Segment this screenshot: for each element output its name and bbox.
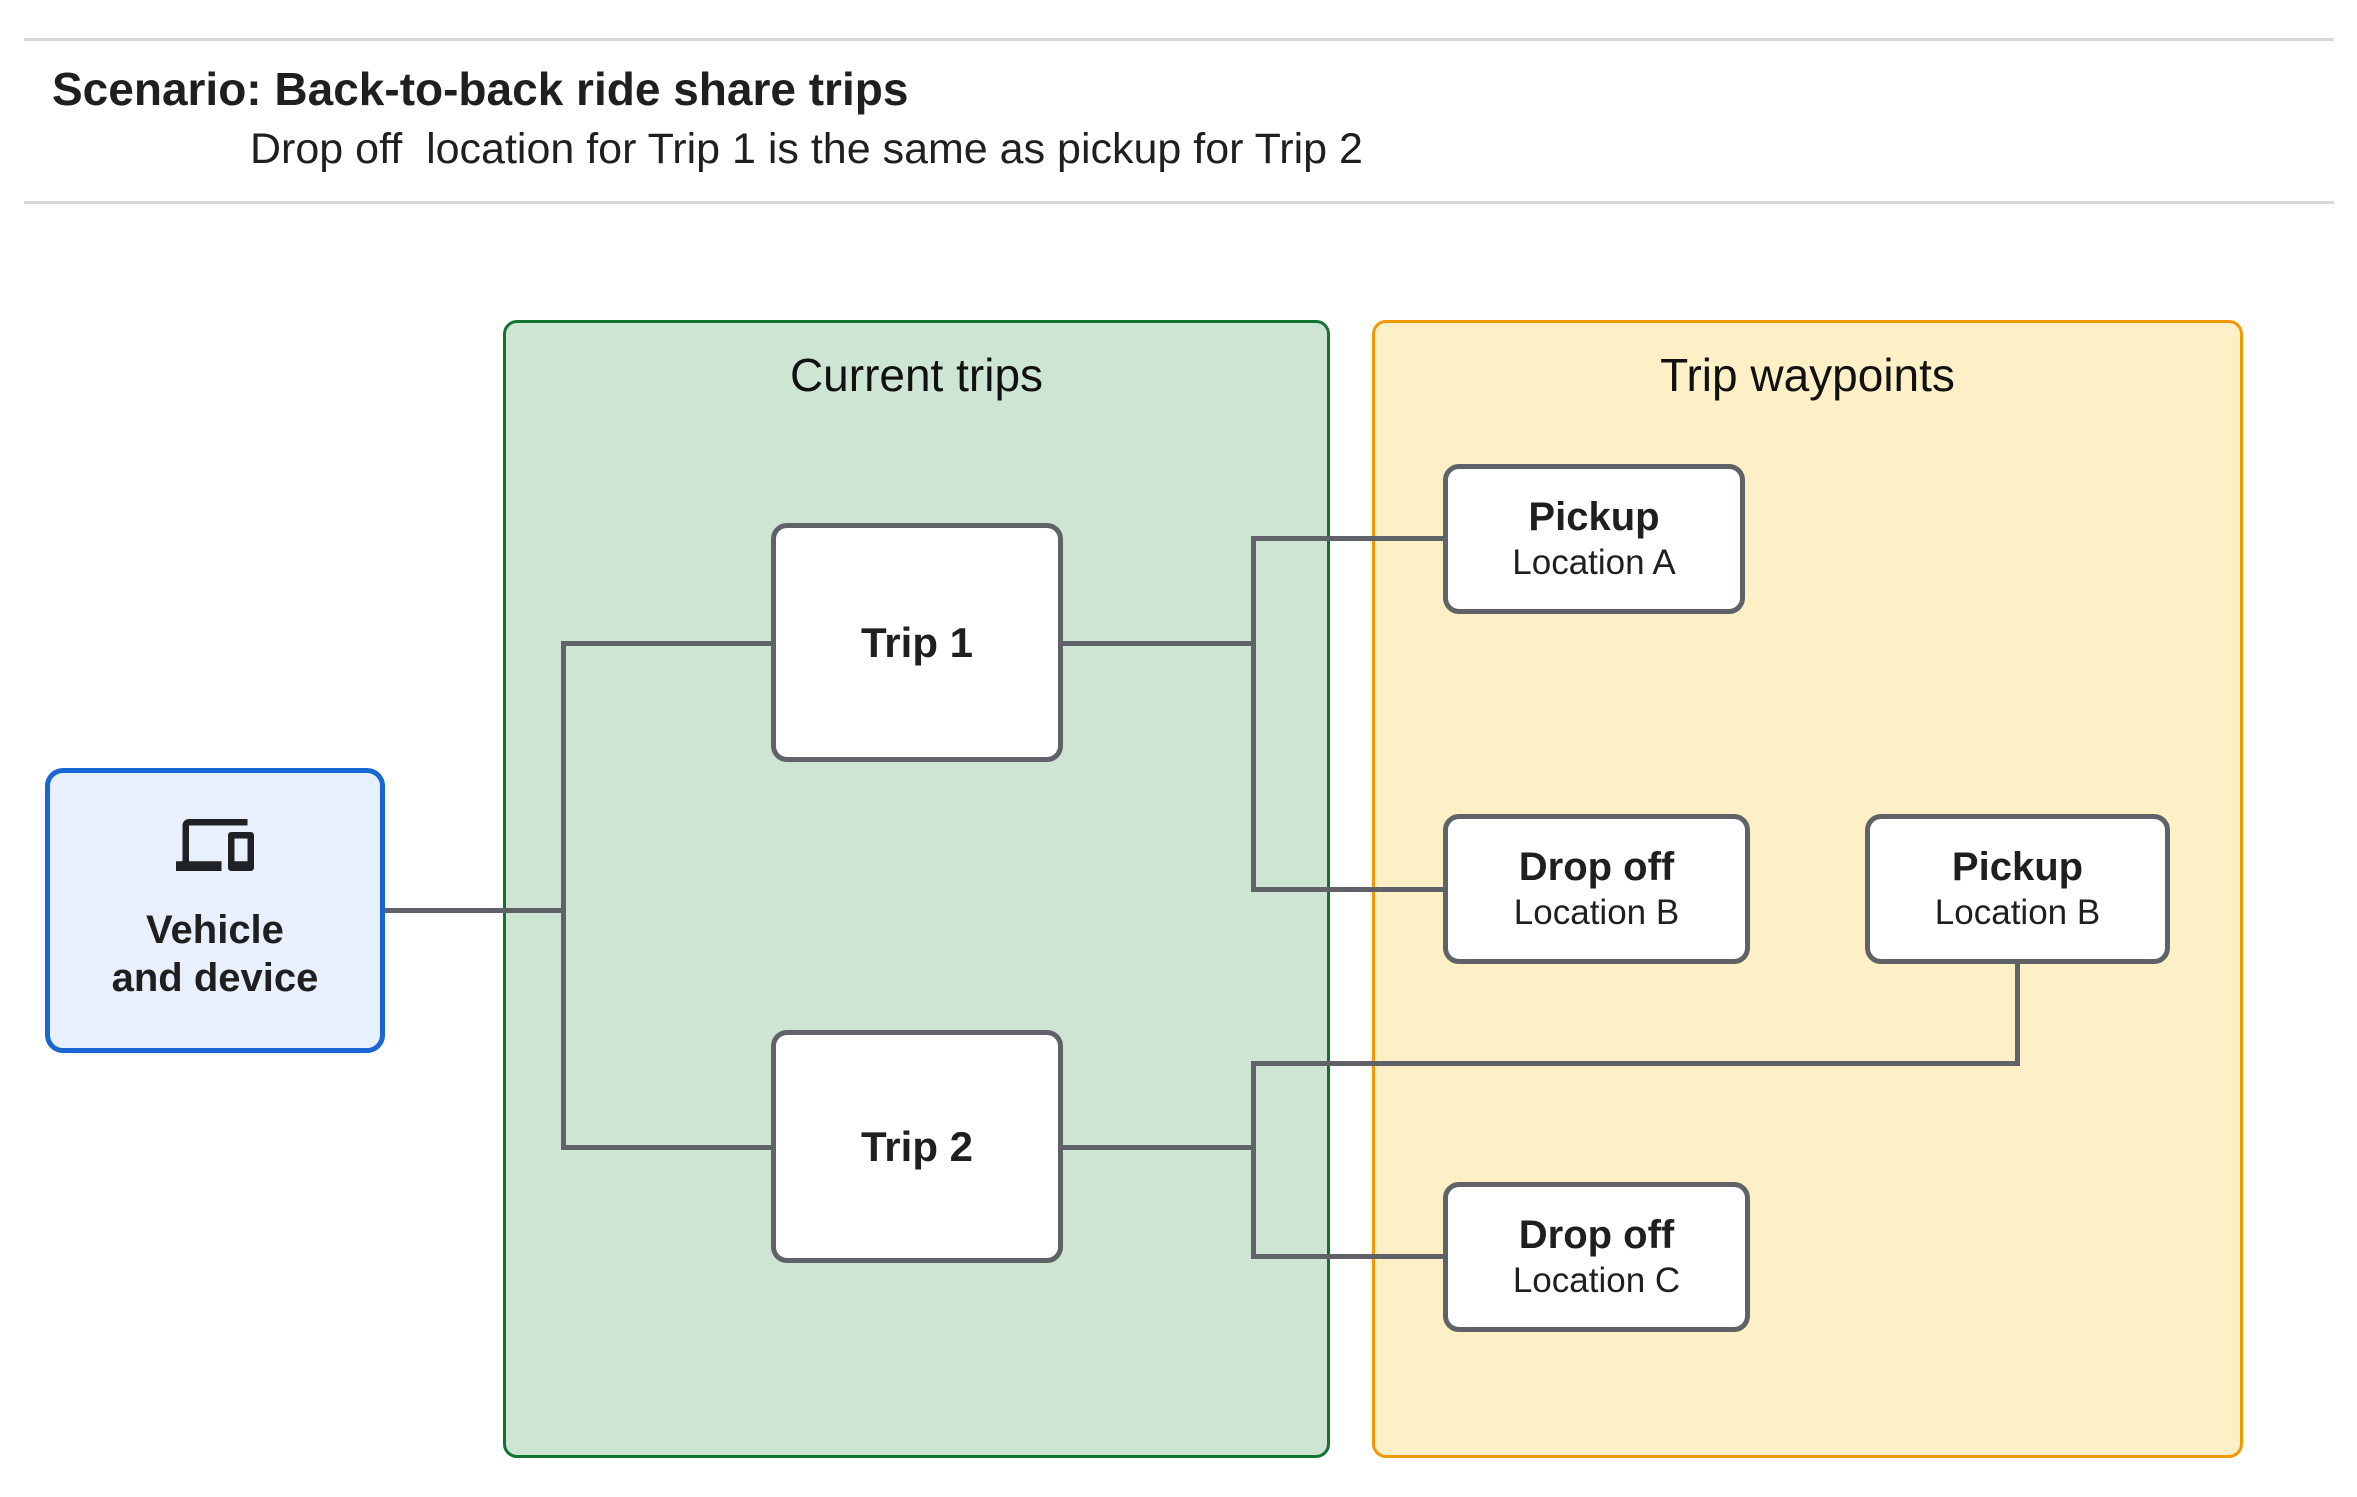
connector-bracket1-vertical <box>1251 536 1256 892</box>
connector-bracket1-pickup-a <box>1251 536 1447 541</box>
group-title-trip-waypoints: Trip waypoints <box>1660 349 1955 401</box>
connector-pickup-b-drop <box>2015 960 2020 1066</box>
vehicle-box: Vehicle and device <box>45 768 385 1053</box>
waypoint-type: Drop off <box>1518 1213 1675 1257</box>
connector-trip1-bracket <box>1058 641 1256 646</box>
header-divider <box>24 201 2334 204</box>
waypoint-location: Location A <box>1512 543 1676 582</box>
connector-vehicle-trunk <box>385 908 565 913</box>
page-title: Scenario: Back-to-back ride share trips <box>52 63 909 115</box>
group-title-current-trips: Current trips <box>789 349 1044 401</box>
waypoint-pickup-location-a: Pickup Location A <box>1443 464 1745 614</box>
vehicle-label: Vehicle and device <box>112 906 319 1002</box>
waypoint-type: Pickup <box>1528 495 1660 539</box>
vehicle-label-line2: and device <box>111 955 319 1000</box>
vehicle-label-line1: Vehicle <box>146 907 284 952</box>
devices-icon <box>176 818 254 871</box>
connector-trunk-trip2 <box>561 1145 773 1150</box>
waypoint-type: Drop off <box>1518 845 1675 889</box>
trip-2-label: Trip 2 <box>860 1122 974 1170</box>
connector-bracket2-dropoff-c <box>1251 1254 1447 1259</box>
top-divider <box>24 38 2334 41</box>
group-current-trips: Current trips <box>503 320 1330 1458</box>
page-subtitle: Drop off location for Trip 1 is the same… <box>250 125 1363 173</box>
waypoint-location: Location C <box>1512 1261 1681 1300</box>
trip-1-box: Trip 1 <box>771 523 1063 762</box>
connector-bracket2-pickup-b <box>1251 1061 2020 1066</box>
waypoint-dropoff-location-b: Drop off Location B <box>1443 814 1750 964</box>
waypoint-location: Location B <box>1513 893 1680 932</box>
trip-1-label: Trip 1 <box>860 618 974 666</box>
waypoint-pickup-location-b: Pickup Location B <box>1865 814 2170 964</box>
connector-trip2-bracket <box>1058 1145 1256 1150</box>
trip-2-box: Trip 2 <box>771 1030 1063 1263</box>
waypoint-type: Pickup <box>1951 845 2084 889</box>
connector-trunk-vertical <box>561 641 566 1150</box>
connector-bracket1-dropoff-b <box>1251 887 1447 892</box>
waypoint-dropoff-location-c: Drop off Location C <box>1443 1182 1750 1332</box>
connector-bracket2-vertical <box>1251 1061 1256 1259</box>
connector-trunk-trip1 <box>561 641 773 646</box>
waypoint-location: Location B <box>1934 893 2101 932</box>
